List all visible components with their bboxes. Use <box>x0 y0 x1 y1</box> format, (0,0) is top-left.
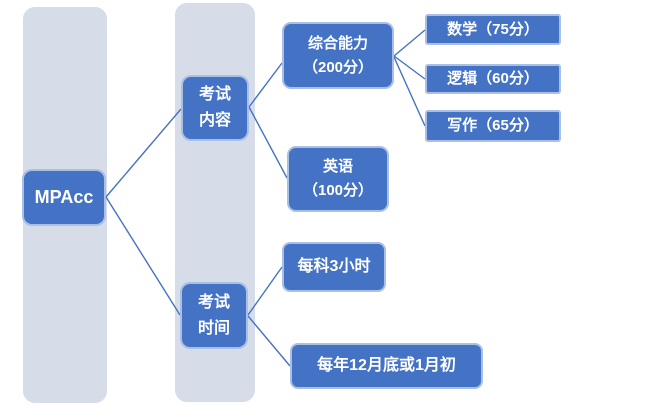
node-label: 每年12月底或1月初 <box>317 357 456 375</box>
node-english[interactable]: 英语 （100分） <box>287 146 389 212</box>
node-label-line: 考试 <box>198 86 231 104</box>
node-math[interactable]: 数学（75分） <box>425 14 561 45</box>
node-exam-content[interactable]: 考试 内容 <box>181 75 249 141</box>
node-writing[interactable]: 写作（65分） <box>425 110 561 142</box>
node-exam-date[interactable]: 每年12月底或1月初 <box>290 343 483 389</box>
edge-comprehensive-math <box>393 29 426 57</box>
node-label-line: 时间 <box>197 319 230 337</box>
node-label-line: 考试 <box>197 293 230 311</box>
node-duration[interactable]: 每科3小时 <box>282 242 386 292</box>
node-exam-time[interactable]: 考试 时间 <box>180 282 248 349</box>
node-label: 数学（75分） <box>447 20 539 38</box>
node-label-line: 内容 <box>198 112 231 129</box>
edge-root-time <box>105 196 181 316</box>
node-comprehensive-ability[interactable]: 综合能力 （200分） <box>282 22 394 89</box>
node-mpacc[interactable]: MPAcc <box>22 169 106 226</box>
node-label-line: 综合能力 <box>307 34 368 52</box>
node-label: MPAcc <box>34 187 94 208</box>
node-label-line: （200分） <box>302 58 374 76</box>
node-label: 写作（65分） <box>447 117 539 134</box>
node-label-line: 英语 <box>322 158 353 175</box>
edge-root-content <box>105 108 182 198</box>
node-label: 逻辑（60分） <box>447 70 539 87</box>
node-logic[interactable]: 逻辑（60分） <box>425 64 561 94</box>
node-label: 每科3小时 <box>297 258 371 276</box>
edge-comprehensive-logic <box>393 55 426 80</box>
node-label-line: （100分） <box>302 182 374 199</box>
edge-comprehensive-writing <box>393 56 426 127</box>
